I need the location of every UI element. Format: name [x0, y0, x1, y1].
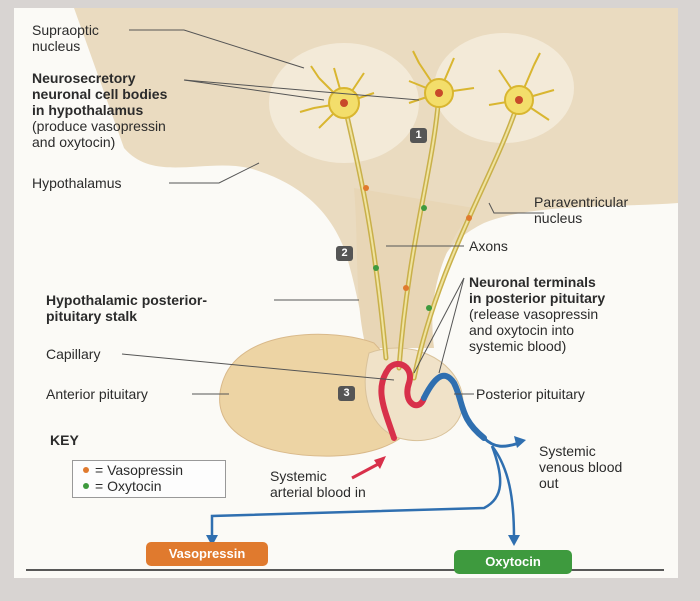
oxytocin-output-line: [491, 445, 516, 539]
vasopressin-pill: Vasopressin: [146, 542, 268, 566]
label-capillary: Capillary: [46, 346, 101, 362]
step-badge-3: 3: [338, 386, 355, 401]
label-hypothalamus: Hypothalamus: [32, 175, 122, 191]
label-paraventricular-nucleus: Paraventricular nucleus: [534, 194, 629, 226]
arterial-capillary: [378, 361, 427, 441]
label-neuronal-terminals-note: (release vasopressin and oxytocin into s…: [469, 306, 599, 354]
label-systemic-venous: Systemic venous blood out: [539, 443, 623, 491]
oxytocin-pill: Oxytocin: [454, 550, 572, 574]
axon-1-core: [343, 102, 387, 359]
axon-3-core: [413, 99, 520, 379]
label-neurosecretory: Neurosecretory neuronal cell bodies in h…: [32, 70, 168, 118]
vasopressin-output-line: [210, 445, 502, 538]
step-badge-1: 1: [410, 128, 427, 143]
label-anterior-pituitary: Anterior pituitary: [46, 386, 148, 402]
key-vasopressin: = Vasopressin: [95, 462, 184, 478]
label-posterior-pituitary: Posterior pituitary: [476, 386, 585, 402]
hormone-granules: [363, 185, 472, 311]
vasopressin-swatch-icon: [83, 467, 89, 473]
pituitary-stalk: [354, 188, 474, 348]
anatomy-illustration: [14, 8, 678, 571]
step-badge-2: 2: [336, 246, 353, 261]
arterial-inflow-arrow: [351, 460, 383, 480]
key-title: KEY: [50, 432, 79, 448]
oxytocin-swatch-icon: [83, 483, 89, 489]
label-supraoptic-nucleus: Supraoptic nucleus: [32, 22, 99, 54]
diagram-figure: Supraoptic nucleus Neurosecretory neuron…: [14, 8, 678, 578]
venous-capillary: [421, 372, 487, 441]
neuron-cell-bodies: [299, 50, 555, 129]
label-neuronal-terminals: Neuronal terminals in posterior pituitar…: [469, 274, 606, 306]
axon-2-core: [398, 92, 440, 369]
label-systemic-arterial: Systemic arterial blood in: [270, 468, 366, 500]
label-neurosecretory-note: (produce vasopressin and oxytocin): [32, 118, 166, 150]
label-pituitary-stalk: Hypothalamic posterior- pituitary stalk: [46, 292, 208, 324]
venous-outflow-arrow: [482, 436, 520, 448]
paraventricular-region: [434, 33, 574, 143]
key-oxytocin: = Oxytocin: [95, 478, 162, 494]
key-legend-box: = Vasopressin = Oxytocin: [72, 460, 226, 498]
label-axons: Axons: [469, 238, 508, 254]
